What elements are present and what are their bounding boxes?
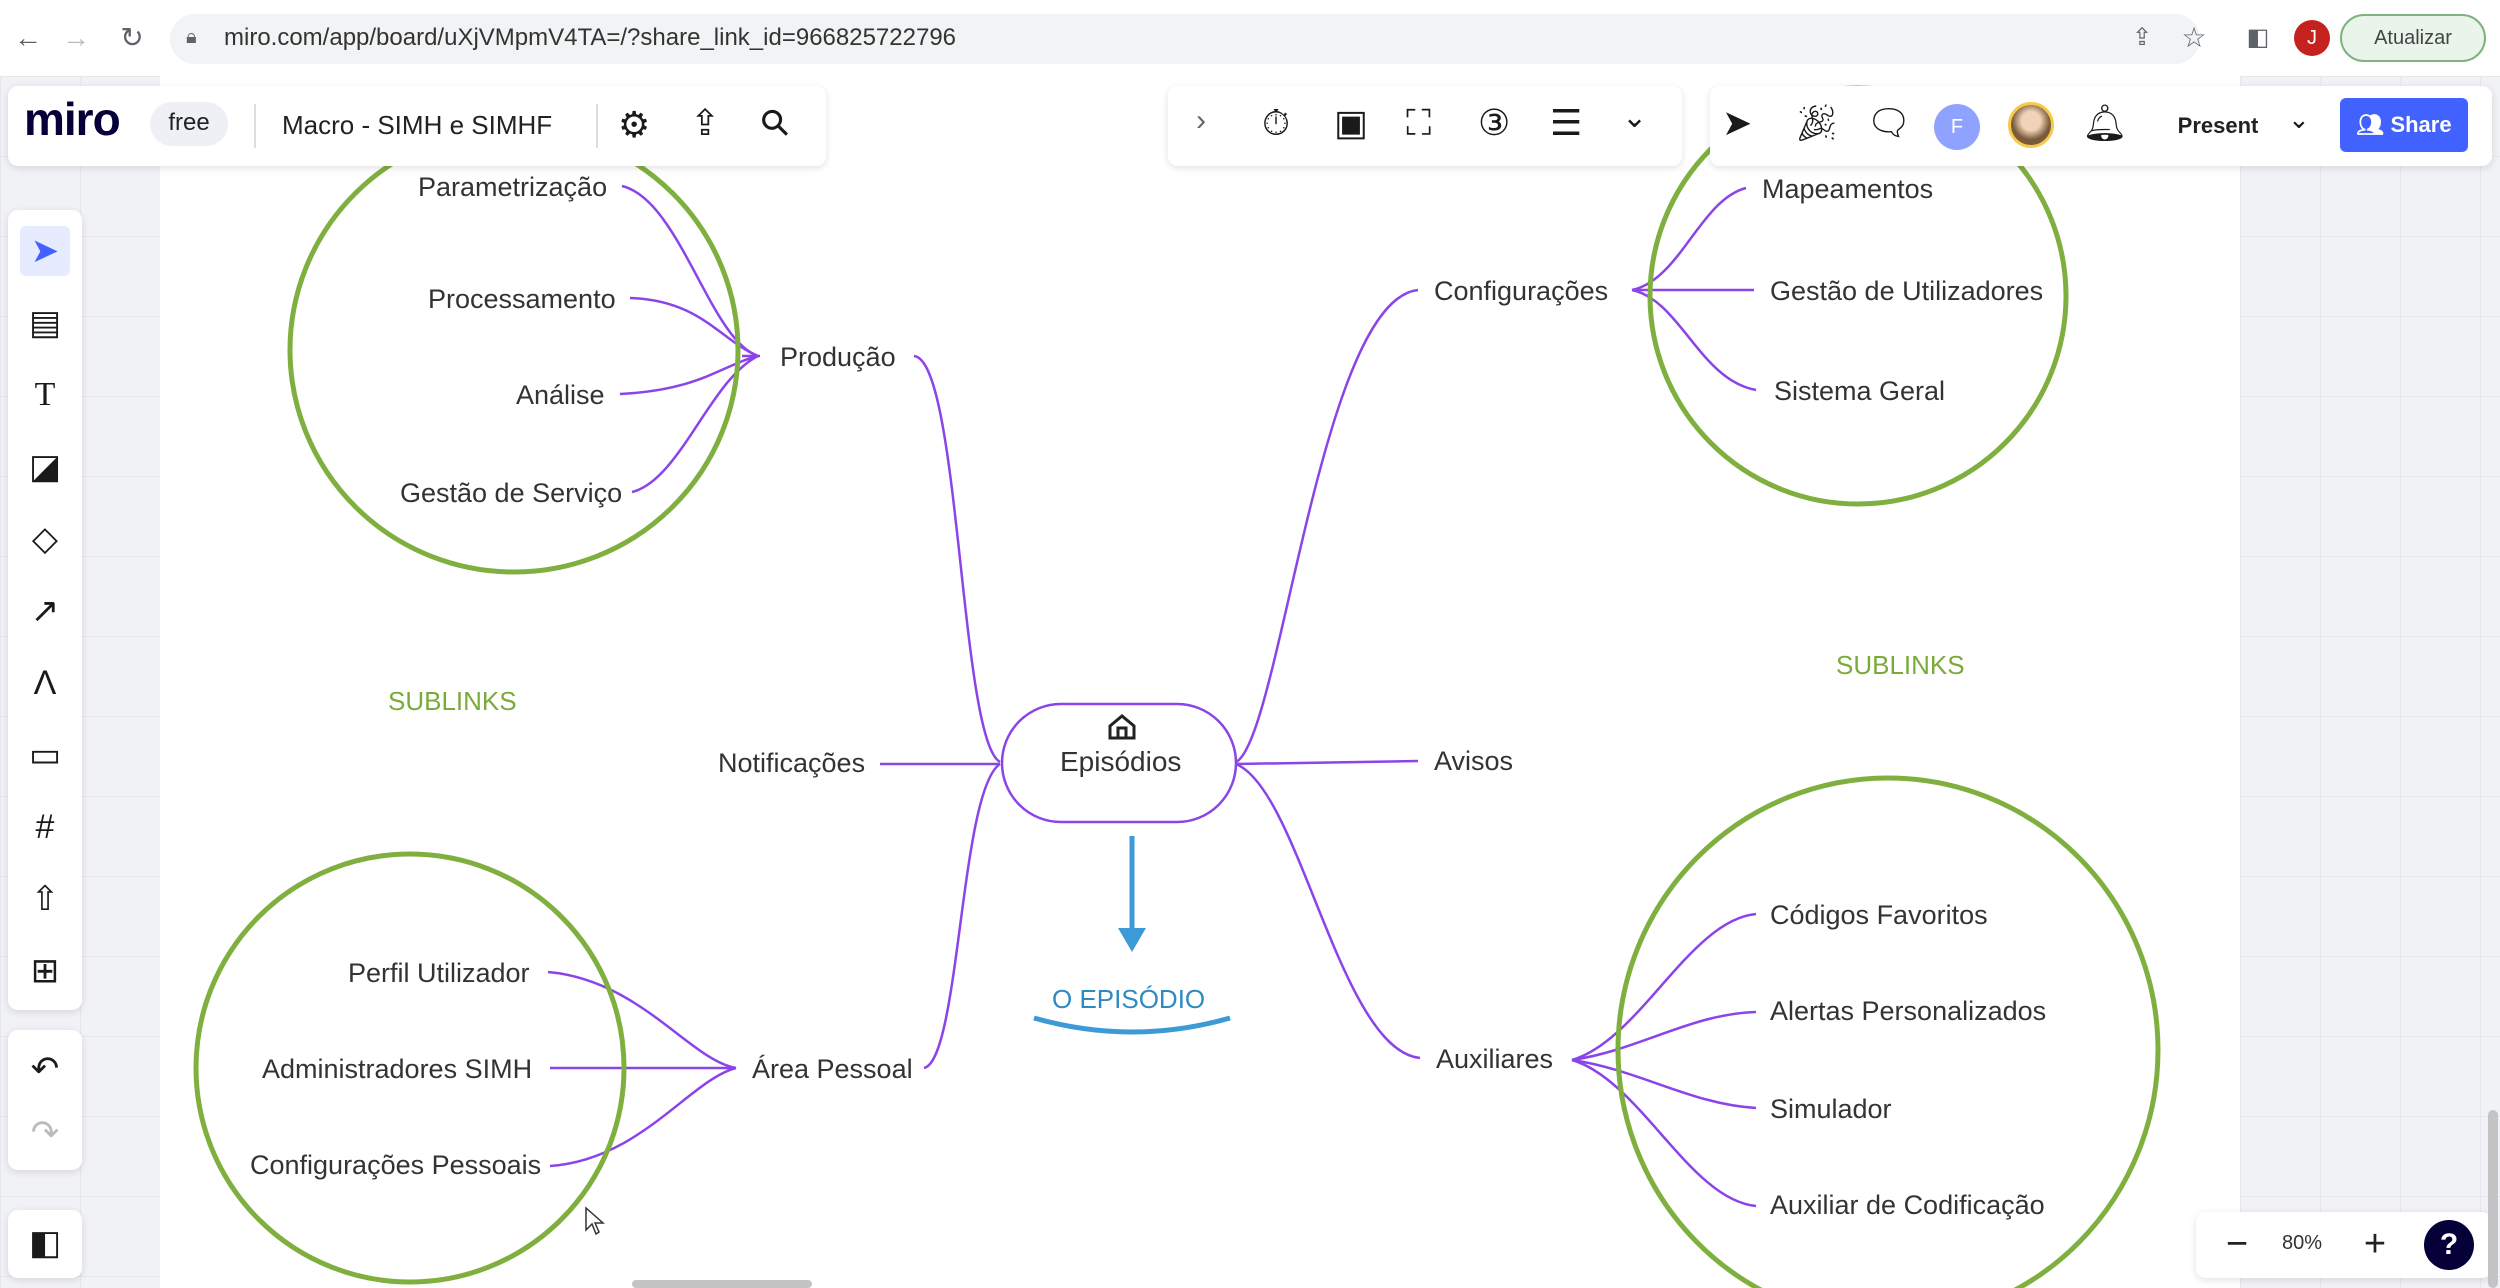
edge-aux-simulador (1572, 1060, 1756, 1108)
node-mapeamentos[interactable]: Mapeamentos (1762, 174, 1933, 205)
edge-center-producao (914, 356, 1000, 762)
node-avisos[interactable]: Avisos (1434, 746, 1513, 777)
share-users-icon: 👥︎ (2356, 112, 2390, 137)
shapes-icon[interactable]: ◇ (20, 514, 70, 564)
comment-icon[interactable]: ▭ (20, 730, 70, 780)
plan-badge[interactable]: free (150, 102, 228, 146)
voting-icon[interactable]: ▣ (1334, 102, 1368, 144)
node-gestao-utilizadores[interactable]: Gestão de Utilizadores (1770, 276, 2043, 307)
share-button[interactable]: 👥︎ Share (2340, 98, 2468, 152)
frame-icon[interactable]: # (20, 802, 70, 852)
board-title[interactable]: Macro - SIMH e SIMHF (282, 110, 552, 141)
node-sistema-geral[interactable]: Sistema Geral (1774, 376, 1945, 407)
user-avatar[interactable] (2008, 102, 2054, 148)
settings-gear-icon[interactable]: ⚙ (618, 104, 650, 146)
edge-center-area-pessoal (924, 764, 1000, 1068)
node-gestao-servico[interactable]: Gestão de Serviço (400, 478, 622, 509)
notes-icon[interactable]: ☰ (1550, 102, 1582, 144)
sublinks-left[interactable]: SUBLINKS (388, 686, 517, 717)
node-alertas[interactable]: Alertas Personalizados (1770, 996, 2046, 1027)
more-apps-plus-icon[interactable]: ⊞ (20, 946, 70, 996)
left-toolbar: ➤ ▤ T ◪ ◇ ↗ Λ ▭ # ⇧ ⊞ (8, 210, 82, 1010)
annotation-text[interactable]: O EPISÓDIO (1052, 984, 1205, 1015)
double-chevron-down-icon[interactable]: ⌄ (1622, 100, 1647, 135)
sticky-note-icon[interactable]: ◪ (20, 442, 70, 492)
center-node-label[interactable]: Episódios (1060, 746, 1181, 778)
pen-icon[interactable]: Λ (20, 658, 70, 708)
text-tool-icon[interactable]: T (20, 370, 70, 420)
node-notificacoes[interactable]: Notificações (718, 748, 865, 779)
attention-focus-icon[interactable]: ⛶ (1406, 102, 1431, 145)
collaborator-avatar[interactable]: F (1934, 104, 1980, 150)
edge-area-config (550, 1068, 736, 1166)
node-configuracoes[interactable]: Configurações (1434, 276, 1608, 307)
zoom-in-icon[interactable]: + (2352, 1222, 2398, 1268)
cursor-off-icon[interactable]: ➤ (1722, 102, 1752, 144)
sublinks-right[interactable]: SUBLINKS (1836, 650, 1965, 681)
node-auxiliares[interactable]: Auxiliares (1436, 1044, 1553, 1075)
arrow-head (1118, 928, 1146, 952)
undo-redo-panel: ↶ ↷ (8, 1030, 82, 1170)
vertical-scrollbar[interactable] (2488, 1110, 2498, 1288)
edge-center-avisos (1236, 761, 1418, 764)
edge-center-configuracoes (1236, 290, 1418, 762)
edge-aux-auxiliar (1572, 1060, 1756, 1206)
reactions-party-icon[interactable]: 🎉︎ (1794, 102, 1840, 144)
horizontal-scrollbar[interactable] (632, 1280, 812, 1288)
help-button[interactable]: ? (2424, 1220, 2474, 1270)
divider (596, 104, 598, 148)
node-producao[interactable]: Produção (780, 342, 896, 373)
edge-area-perfil (548, 972, 736, 1068)
export-upload-icon[interactable]: ⇪ (690, 102, 720, 144)
node-administradores[interactable]: Administradores SIMH (262, 1054, 532, 1085)
node-processamento[interactable]: Processamento (428, 284, 616, 315)
annotation-underline (1034, 1018, 1230, 1032)
present-dropdown-chevron-icon[interactable]: ⌄ (2288, 104, 2310, 135)
zoom-out-icon[interactable]: − (2214, 1222, 2260, 1268)
node-simulador[interactable]: Simulador (1770, 1094, 1892, 1125)
node-perfil-utilizador[interactable]: Perfil Utilizador (348, 958, 530, 989)
undo-icon[interactable]: ↶ (20, 1044, 70, 1094)
frames-panel-toggle: ◧ (8, 1210, 82, 1278)
node-area-pessoal[interactable]: Área Pessoal (752, 1054, 913, 1085)
countdown-icon[interactable]: ③ (1478, 102, 1510, 144)
node-codigos-favoritos[interactable]: Códigos Favoritos (1770, 900, 1988, 931)
miro-logo[interactable]: miro (24, 92, 120, 146)
templates-icon[interactable]: ▤ (20, 298, 70, 348)
node-auxiliar-codificacao[interactable]: Auxiliar de Codificação (1770, 1190, 2045, 1221)
upload-icon[interactable]: ⇧ (20, 874, 70, 924)
node-analise[interactable]: Análise (516, 380, 605, 411)
connection-line-icon[interactable]: ↗ (20, 586, 70, 636)
node-parametrizacao[interactable]: Parametrização (418, 172, 607, 203)
select-cursor-icon[interactable]: ➤ (20, 226, 70, 276)
sidebar-panel-icon[interactable]: ◧ (20, 1218, 70, 1268)
mouse-pointer-icon (584, 1206, 606, 1236)
node-configuracoes-pessoais[interactable]: Configurações Pessoais (250, 1150, 541, 1181)
chevron-right-icon[interactable]: › (1196, 104, 1206, 138)
edge-aux-codigos (1572, 914, 1756, 1060)
divider (254, 104, 256, 148)
present-button[interactable]: Present (2158, 100, 2278, 152)
share-label: Share (2390, 112, 2451, 137)
edge-producao-gestao (632, 356, 758, 492)
notifications-bell-icon[interactable]: 🔔︎ (2082, 102, 2128, 144)
zoom-level[interactable]: 80% (2282, 1232, 2322, 1255)
timer-icon[interactable]: ⏱ (1262, 102, 1290, 145)
edge-aux-alertas (1572, 1012, 1756, 1060)
redo-icon[interactable]: ↷ (20, 1108, 70, 1158)
comments-icon[interactable]: 🗨︎ (1866, 102, 1912, 144)
edge-center-auxiliares (1236, 764, 1420, 1058)
